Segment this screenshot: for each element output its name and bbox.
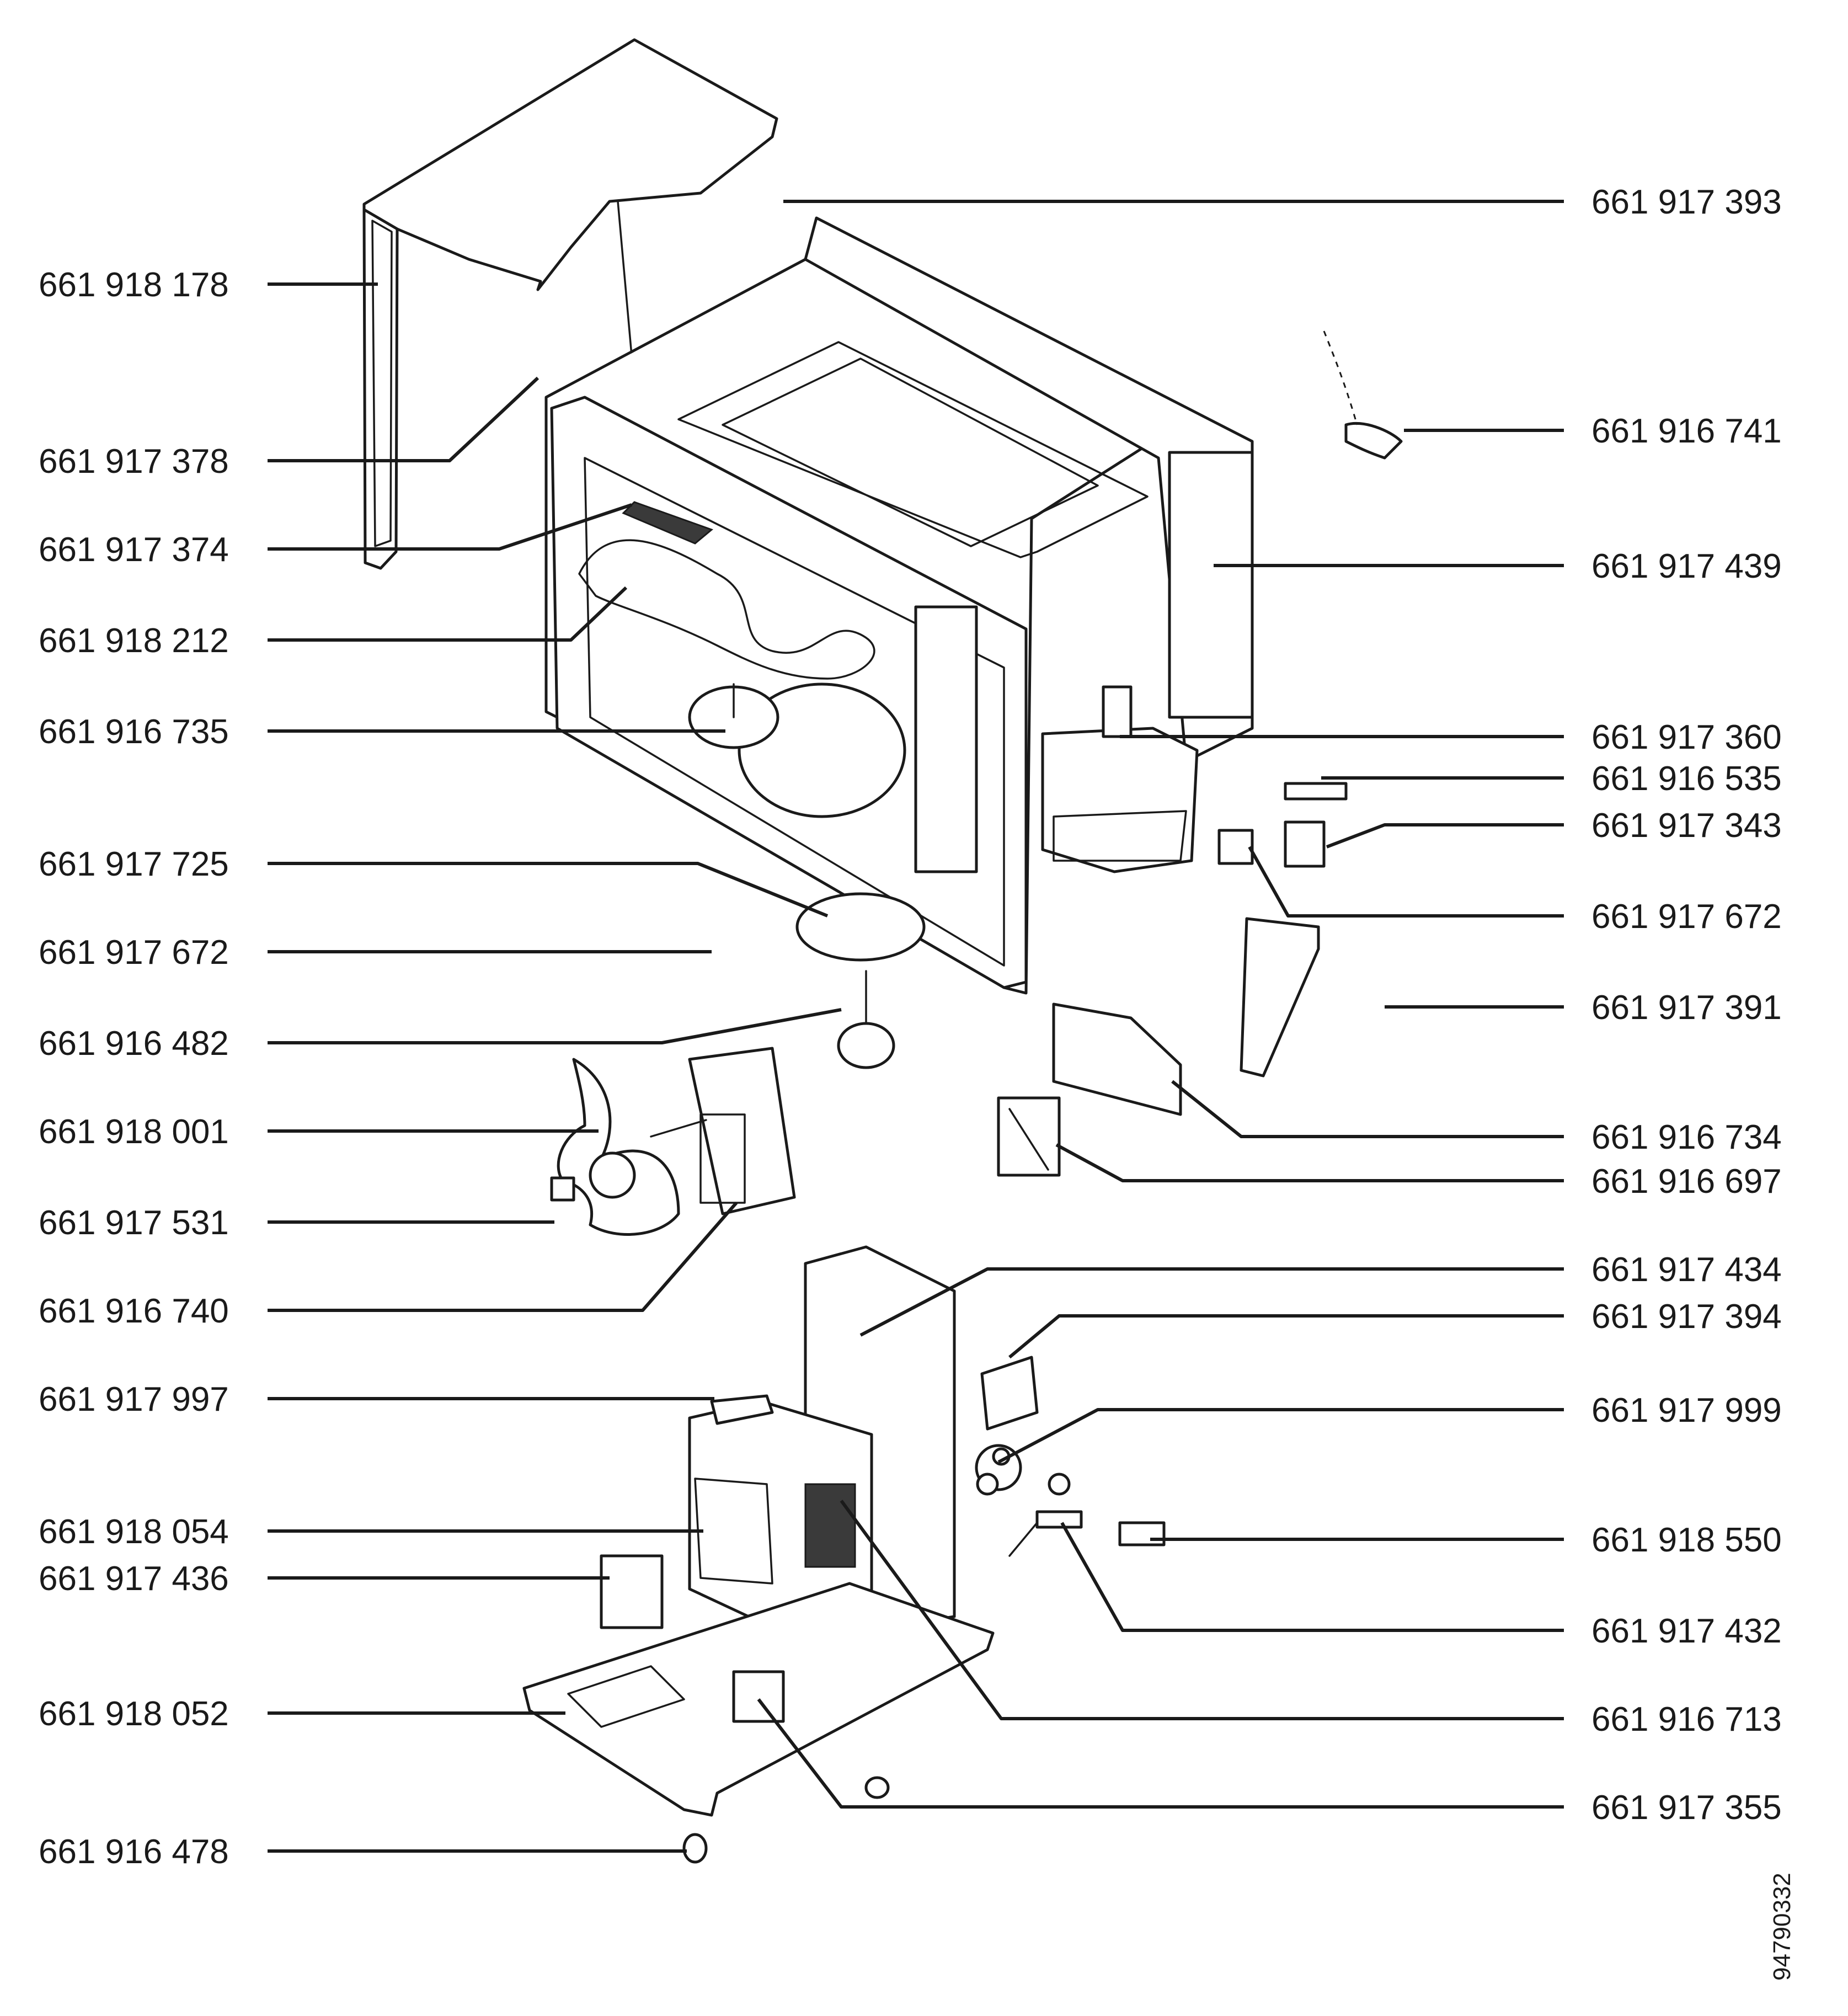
part-label: 661 918 178: [39, 266, 229, 304]
part-label: 661 916 478: [39, 1833, 229, 1871]
part-label: 661 917 432: [1591, 1612, 1782, 1650]
part-label: 661 916 697: [1591, 1162, 1782, 1201]
part-label: 661 917 531: [39, 1204, 229, 1242]
part-label: 661 917 374: [39, 531, 229, 569]
part-label: 661 917 394: [1591, 1298, 1782, 1336]
control-panel-drawing: [997, 330, 1403, 1177]
document-number: 94790332: [1769, 1873, 1796, 1981]
part-label: 661 918 550: [1591, 1521, 1782, 1559]
part-label: 661 917 672: [1591, 898, 1782, 936]
part-label: 661 916 713: [1591, 1700, 1782, 1738]
part-label: 661 918 052: [39, 1695, 229, 1733]
part-label: 661 917 378: [39, 442, 229, 481]
part-label: 661 917 725: [39, 845, 229, 883]
part-label: 661 918 054: [39, 1513, 229, 1551]
part-label: 661 916 741: [1591, 412, 1782, 450]
part-label: 661 917 672: [39, 934, 229, 972]
right-part-labels: 661 917 393 661 916 741 661 917 439 661 …: [1591, 183, 1782, 1827]
capacitor-and-diode-drawing: [975, 1356, 1166, 1557]
left-part-labels: 661 918 178 661 917 378 661 917 374 661 …: [39, 266, 229, 1871]
part-label: 661 917 434: [1591, 1251, 1782, 1289]
part-label: 661 916 482: [39, 1025, 229, 1063]
fan-motor-drawing: [550, 1047, 796, 1236]
outer-casing-drawing: [362, 38, 778, 570]
part-label: 661 917 343: [1591, 807, 1782, 845]
part-label: 661 916 740: [39, 1292, 229, 1330]
part-label: 661 917 355: [1591, 1789, 1782, 1827]
oven-cavity-drawing: [544, 216, 1254, 995]
part-label: 661 917 439: [1591, 547, 1782, 585]
part-label: 661 916 535: [1591, 760, 1782, 798]
heating-element-drawing: [578, 501, 875, 680]
right-leader-lines: [757, 200, 1564, 1809]
part-label: 661 917 391: [1591, 989, 1782, 1027]
part-label: 661 916 734: [1591, 1118, 1782, 1156]
left-leader-lines: [268, 282, 842, 1853]
part-label: 661 917 999: [1591, 1391, 1782, 1430]
part-label: 661 918 001: [39, 1113, 229, 1151]
part-label: 661 917 997: [39, 1380, 229, 1418]
part-label: 661 916 735: [39, 713, 229, 751]
magnetron-drawing: [1041, 685, 1348, 873]
part-label: 661 918 212: [39, 622, 229, 660]
part-label: 661 917 436: [39, 1560, 229, 1598]
part-label: 661 917 393: [1591, 183, 1782, 221]
turntable-drawing: [795, 892, 926, 1069]
transformer-drawing: [688, 1245, 956, 1629]
part-label: 661 917 360: [1591, 718, 1782, 756]
